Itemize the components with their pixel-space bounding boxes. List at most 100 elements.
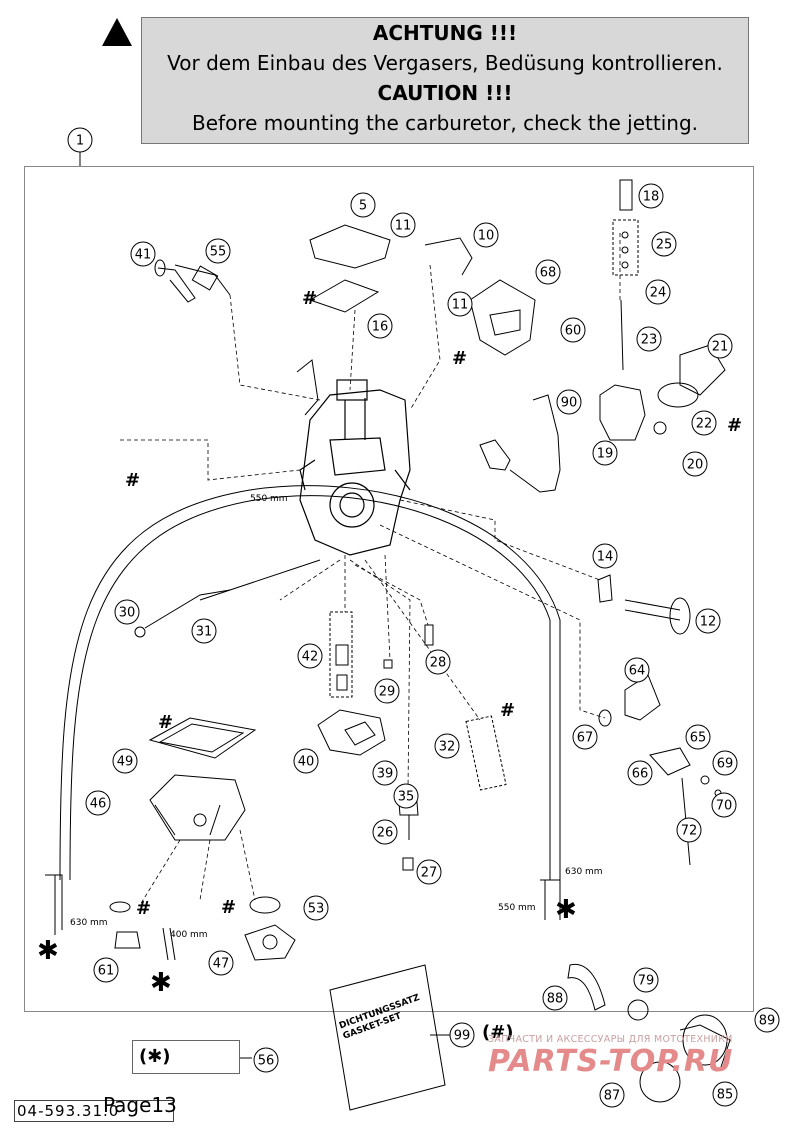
callout-circle-16: [367, 313, 393, 339]
callout-number-31: 31: [196, 625, 213, 640]
callout-circle-61: [93, 957, 119, 983]
watermark-logo: PARTS-TOP.RU: [488, 1044, 734, 1079]
callout-number-30: 30: [119, 606, 136, 621]
caution-heading-de: ACHTUNG !!!: [372, 21, 518, 45]
document-code: 04-593.31.0: [14, 1100, 174, 1122]
callout-number-11: 11: [452, 298, 469, 313]
callout-circle-1: [67, 127, 93, 153]
callout-circle-39: [372, 760, 398, 786]
callout-number-67: 67: [577, 731, 594, 746]
callout-circle-79: [633, 967, 659, 993]
assembly-frame: [24, 166, 754, 1012]
callout-number-65: 65: [690, 731, 707, 746]
callout-number-28: 28: [430, 656, 447, 671]
callout-number-27: 27: [421, 866, 438, 881]
callout-circle-14: [592, 543, 618, 569]
callout-number-88: 88: [547, 992, 564, 1007]
carburetor-body: [299, 379, 411, 556]
callout-number-11: 11: [395, 219, 412, 234]
hash-mark: #: [158, 712, 174, 733]
watermark-tagline: ЗАПЧАСТИ И АКСЕССУАРЫ ДЛЯ МОТОТЕХНИКИ: [488, 1034, 733, 1045]
legend-56-box: (✱): [132, 1040, 240, 1074]
hash-mark: #: [302, 288, 318, 309]
callout-number-24: 24: [650, 286, 667, 301]
callout-number-20: 20: [687, 458, 704, 473]
callout-circle-46: [85, 790, 111, 816]
callout-number-69: 69: [717, 757, 734, 772]
dimension-label: 630 mm: [565, 867, 603, 877]
star-mark: ✱: [37, 936, 59, 966]
callout-number-85: 85: [717, 1088, 734, 1103]
hash-mark: #: [221, 897, 237, 918]
callout-circle-11: [447, 291, 473, 317]
hash-mark: #: [125, 470, 141, 491]
callout-circle-24: [645, 279, 671, 305]
callout-number-1: 1: [76, 134, 84, 149]
callout-number-99: 99: [454, 1029, 471, 1044]
dimension-label: 550 mm: [498, 903, 536, 913]
callout-number-5: 5: [359, 199, 367, 214]
callout-number-40: 40: [298, 755, 315, 770]
callout-circle-35: [393, 783, 419, 809]
callout-number-32: 32: [439, 740, 456, 755]
callout-number-72: 72: [681, 824, 698, 839]
callout-number-39: 39: [377, 767, 394, 782]
callout-circle-27: [416, 859, 442, 885]
callout-number-79: 79: [638, 974, 655, 989]
caution-text-en: Before mounting the carburetor, check th…: [192, 111, 698, 135]
callout-number-23: 23: [641, 333, 658, 348]
callout-circle-41: [130, 241, 156, 267]
callout-number-87: 87: [604, 1089, 621, 1104]
callout-number-14: 14: [597, 550, 614, 565]
callout-number-21: 21: [712, 340, 729, 355]
callout-circle-70: [711, 792, 737, 818]
callout-circle-11: [390, 212, 416, 238]
callout-circle-49: [112, 748, 138, 774]
callout-number-12: 12: [700, 615, 717, 630]
callout-number-47: 47: [213, 957, 230, 972]
callout-circle-64: [624, 657, 650, 683]
callout-number-25: 25: [656, 238, 673, 253]
callout-circle-90: [556, 389, 582, 415]
callout-number-53: 53: [308, 902, 325, 917]
callout-circle-66: [627, 760, 653, 786]
callout-circle-47: [208, 950, 234, 976]
callout-circle-22: [691, 410, 717, 436]
callout-circle-19: [592, 440, 618, 466]
callout-circle-28: [425, 649, 451, 675]
callout-number-89: 89: [759, 1014, 776, 1029]
callout-number-18: 18: [643, 190, 660, 205]
callout-number-10: 10: [478, 229, 495, 244]
callout-circles: [67, 127, 780, 1108]
star-mark: ✱: [150, 968, 172, 998]
callout-circle-65: [685, 724, 711, 750]
callout-circle-55: [205, 238, 231, 264]
callout-circle-53: [303, 895, 329, 921]
callout-number-70: 70: [716, 799, 733, 814]
callout-circle-25: [651, 231, 677, 257]
callout-circle-68: [535, 259, 561, 285]
hash-mark: #: [500, 700, 516, 721]
callout-circle-10: [473, 222, 499, 248]
callout-number-64: 64: [629, 664, 646, 679]
callout-circle-42: [297, 643, 323, 669]
callout-number-26: 26: [377, 826, 394, 841]
callout-circle-99: [449, 1022, 475, 1048]
callout-circle-87: [599, 1082, 625, 1108]
ref99-suffix: (#): [482, 1022, 514, 1043]
callout-circle-60: [560, 317, 586, 343]
callout-circle-31: [191, 618, 217, 644]
callout-number-60: 60: [565, 324, 582, 339]
dimension-label: 550 mm: [250, 494, 288, 504]
caution-text-de: Vor dem Einbau des Vergasers, Bedüsung k…: [167, 51, 723, 75]
callout-circle-69: [712, 750, 738, 776]
callout-number-66: 66: [632, 767, 649, 782]
callout-circle-32: [434, 733, 460, 759]
callout-circle-12: [695, 608, 721, 634]
hash-mark: #: [136, 898, 152, 919]
callout-circle-56: [253, 1047, 279, 1073]
callout-circle-5: [350, 192, 376, 218]
page-label: Page13: [103, 1093, 177, 1117]
callout-number-49: 49: [117, 755, 134, 770]
callout-circle-26: [372, 819, 398, 845]
